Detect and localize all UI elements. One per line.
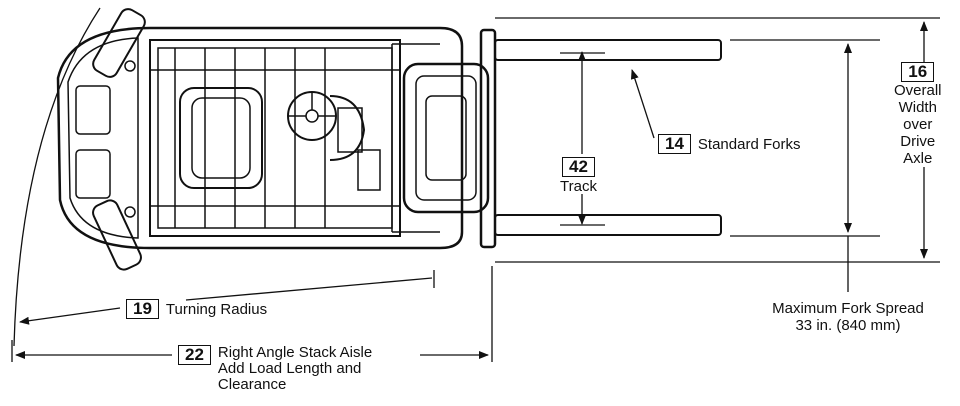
standard-forks-label: Standard Forks xyxy=(697,135,801,153)
max-fork-spread-label: Maximum Fork Spread 33 in. (840 mm) xyxy=(748,300,948,334)
stack-aisle-number: 22 xyxy=(178,345,211,365)
overall-width-callout: 16 Overall Width over Drive Axle xyxy=(894,62,942,167)
track-callout: 42 Track xyxy=(560,157,597,195)
stack-aisle-callout: 22 Right Angle Stack Aisle Add Load Leng… xyxy=(178,345,372,393)
turning-radius-number: 19 xyxy=(126,299,159,319)
overall-width-line-2: Width xyxy=(898,99,937,116)
turning-radius-label: Turning Radius xyxy=(165,300,268,318)
track-number: 42 xyxy=(562,157,595,177)
stack-aisle-line-3: Clearance xyxy=(217,376,287,393)
overall-width-line-5: Axle xyxy=(903,150,933,167)
standard-forks-number: 14 xyxy=(658,134,691,154)
track-label: Track xyxy=(560,178,597,195)
standard-forks-callout: 14 Standard Forks xyxy=(658,134,800,154)
forklift-top-view xyxy=(56,8,722,271)
overall-width-line-3: over xyxy=(903,116,933,133)
stack-aisle-line-2: Add Load Length and xyxy=(217,360,362,377)
overall-width-number: 16 xyxy=(901,62,935,82)
overall-width-line-1: Overall xyxy=(894,82,942,99)
max-fork-spread-line-2: 33 in. (840 mm) xyxy=(795,317,901,334)
turning-radius-callout: 19 Turning Radius xyxy=(126,299,267,319)
stack-aisle-line-1: Right Angle Stack Aisle xyxy=(217,344,373,361)
overall-width-line-4: Drive xyxy=(900,133,936,150)
max-fork-spread-line-1: Maximum Fork Spread xyxy=(772,300,924,317)
